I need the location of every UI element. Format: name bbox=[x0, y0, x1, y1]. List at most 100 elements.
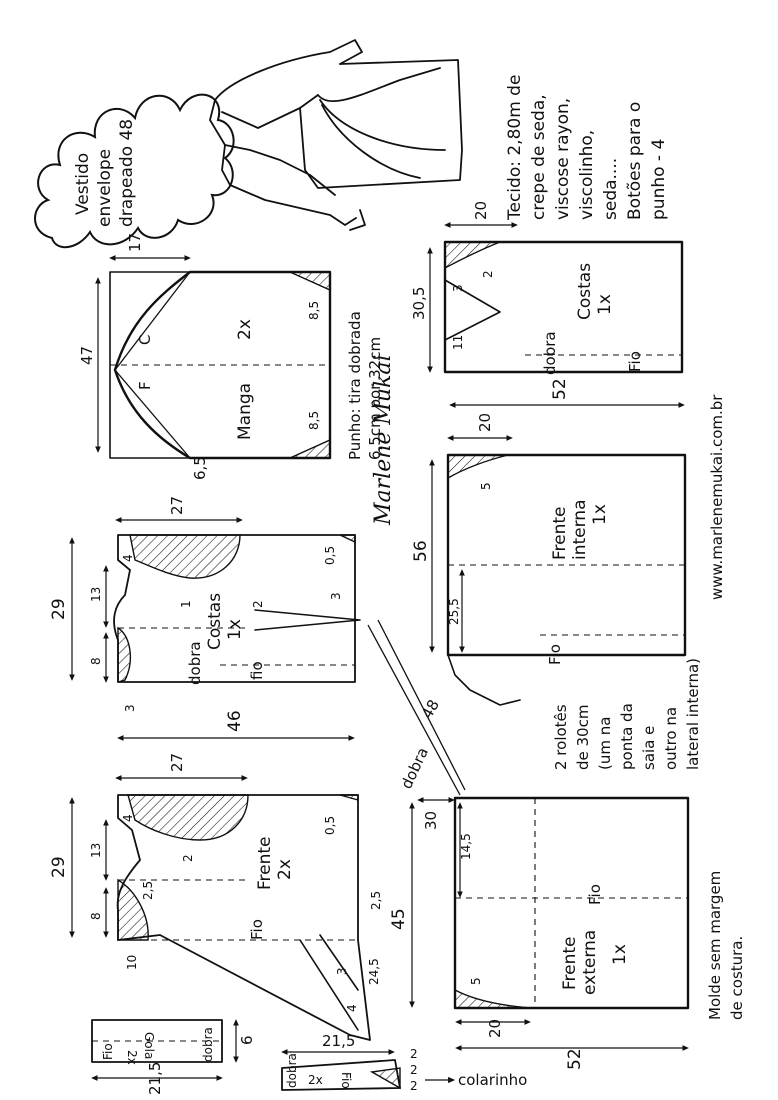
front-outer-grain: Fio bbox=[586, 884, 604, 905]
collar-small-dim-2a: 2 bbox=[410, 1047, 418, 1061]
collar-small-count: 2x bbox=[308, 1073, 323, 1087]
collar-small-label: colarinho bbox=[458, 1071, 527, 1089]
dress-sketch bbox=[209, 39, 463, 231]
back-bodice-dim-05: 0,5 bbox=[323, 546, 337, 565]
front-inner-count: 1x bbox=[590, 504, 610, 525]
collar-small-dim-len: 21,5 bbox=[322, 1032, 355, 1050]
back-top-count: 1x bbox=[595, 294, 615, 315]
front-inner-grain: Fio bbox=[546, 644, 564, 665]
front-outer-label1: Frente bbox=[560, 936, 580, 990]
seam-note: Molde sem margem de costura. bbox=[706, 871, 746, 1020]
front-inner-label1: Frente bbox=[550, 506, 570, 560]
sleeve-dim-hem-top: 8,5 bbox=[307, 301, 321, 320]
rouleau-line7: lateral interna) bbox=[684, 658, 702, 770]
front-bodice-dim-25b: 2,5 bbox=[369, 891, 383, 910]
rouleau-line2: de 30cm bbox=[574, 705, 592, 770]
front-bodice-dim-05: 0,5 bbox=[323, 816, 337, 835]
front-inner-dim-height: 56 bbox=[411, 540, 431, 562]
front-bodice-dim-27: 27 bbox=[168, 753, 186, 772]
back-top-dim-top: 20 bbox=[472, 201, 490, 220]
fabric-line7: punho - 4 bbox=[649, 139, 669, 220]
collar-small-dim-2c: 2 bbox=[410, 1079, 418, 1093]
front-bodice-fold-label: dobra bbox=[397, 745, 432, 792]
back-bodice-count: 1x bbox=[225, 619, 245, 640]
sleeve-dim-hem-bottom: 8,5 bbox=[307, 411, 321, 430]
front-bodice-dim-13: 13 bbox=[89, 843, 103, 858]
fabric-line6: Botões para o bbox=[625, 102, 645, 220]
sleeve-count: 2x bbox=[235, 319, 255, 340]
collar-small-fold: dobra bbox=[285, 1053, 299, 1088]
front-inner-dim-top: 20 bbox=[476, 413, 494, 432]
back-bodice-dim-3: 3 bbox=[123, 704, 137, 712]
sleeve-dim-bottom: 6,5 bbox=[191, 456, 209, 480]
sleeve-piece: 47 17 6,5 8,5 8,5 F C 2x Manga bbox=[78, 233, 332, 480]
rouleau-line4: ponta da bbox=[618, 703, 636, 770]
title-cloud: Vestido envelope drapeado 48 bbox=[34, 93, 235, 248]
website: www.marlenemukai.com.br bbox=[708, 394, 726, 600]
front-bodice-grain: Fio bbox=[248, 919, 266, 940]
front-outer-count: 1x bbox=[610, 944, 630, 965]
back-bodice-dim-13: 13 bbox=[89, 587, 103, 602]
fabric-line5: seda.... bbox=[601, 158, 621, 220]
front-outer-dim-45: 45 bbox=[389, 908, 409, 930]
fabric-note: Tecido: 2,80m de crepe de seda, viscose … bbox=[505, 75, 669, 221]
front-bodice-dim-245: 24,5 bbox=[367, 958, 381, 985]
sleeve-label: Manga bbox=[235, 383, 255, 440]
back-top-label: Costas bbox=[575, 263, 595, 320]
front-inner-piece: 52 20 5 56 25,5 Frente interna 1x Fio bbox=[411, 378, 687, 706]
front-inner-label2: interna bbox=[570, 499, 590, 560]
sleeve-dim-top: 17 bbox=[126, 233, 144, 252]
seam-line2: de costura. bbox=[728, 936, 746, 1020]
collar-band-dim-len: 21,5 bbox=[146, 1062, 164, 1095]
back-bodice-dim-29: 29 bbox=[49, 598, 69, 620]
collar-band-piece: Fio 2x Gola dobra 21,5 6 bbox=[91, 1019, 256, 1095]
back-top-piece: 20 30,5 3 11 2 Costas 1x dobra Fio bbox=[410, 201, 684, 375]
front-bodice-dim-29: 29 bbox=[49, 856, 69, 878]
website-text: www.marlenemukai.com.br bbox=[708, 394, 726, 600]
back-top-dim-11: 11 bbox=[451, 335, 465, 350]
front-bodice-count: 2x bbox=[275, 859, 295, 880]
signature: Marlene Mukai bbox=[371, 354, 396, 526]
fabric-line2: crepe de seda, bbox=[529, 94, 549, 220]
back-top-grain: Fio bbox=[626, 351, 644, 372]
front-inner-dim-5: 5 bbox=[479, 482, 493, 490]
back-bodice-grain: fio bbox=[248, 661, 266, 680]
front-bodice-piece: 27 29 4 13 8 2,5 2 0,5 10 2,5 24,5 3 4 F… bbox=[49, 619, 466, 1041]
rouleau-line1: 2 rolotês bbox=[552, 704, 570, 770]
front-outer-piece: 30 14,5 45 5 20 52 Frente externa 1x Fio bbox=[389, 796, 690, 1070]
back-bodice-dim-2: 2 bbox=[251, 600, 265, 608]
back-top-dim-3: 3 bbox=[451, 284, 465, 292]
sleeve-dim-width: 47 bbox=[78, 346, 96, 365]
cuff-line2: 6,5cm por 32cm bbox=[366, 337, 384, 460]
fabric-line4: viscolinho, bbox=[577, 130, 597, 220]
front-inner-dim-255: 25,5 bbox=[447, 598, 461, 625]
collar-band-fold: dobra bbox=[201, 1027, 215, 1062]
back-bodice-dim-8: 8 bbox=[89, 657, 103, 665]
front-outer-dim-20: 20 bbox=[486, 1019, 504, 1038]
back-bodice-dim-27: 27 bbox=[168, 496, 186, 515]
front-inner-dim-width: 52 bbox=[550, 378, 570, 400]
front-bodice-dim-25: 2,5 bbox=[141, 881, 155, 900]
collar-band-dim-w: 6 bbox=[238, 1035, 256, 1045]
front-bodice-dim-3: 3 bbox=[335, 967, 349, 975]
back-bodice-dim-4: 4 bbox=[121, 554, 135, 562]
signature-text: Marlene Mukai bbox=[371, 354, 396, 526]
back-bodice-piece: 27 29 4 13 8 3 2 0,5 1 3 46 Costas 1x do… bbox=[49, 496, 361, 741]
back-top-dim-2: 2 bbox=[481, 270, 495, 278]
front-outer-dim-52: 52 bbox=[565, 1048, 585, 1070]
rouleau-line6: outro na bbox=[662, 707, 680, 770]
fabric-line1: Tecido: 2,80m de bbox=[505, 75, 525, 221]
front-bodice-dim-4: 4 bbox=[121, 814, 135, 822]
back-bodice-fold: dobra bbox=[186, 641, 204, 685]
front-outer-dim-30: 30 bbox=[422, 811, 440, 830]
collar-band-grain: Fio bbox=[101, 1043, 115, 1060]
collar-band-label: Gola bbox=[142, 1032, 156, 1059]
title-line3: drapeado 48 bbox=[117, 119, 137, 227]
rouleau-note: 2 rolotês de 30cm (um na ponta da saia e… bbox=[552, 658, 702, 770]
fabric-line3: viscose rayon, bbox=[553, 98, 573, 220]
front-bodice-label: Frente bbox=[255, 836, 275, 890]
back-bodice-dim-3b: 3 bbox=[329, 592, 343, 600]
collar-small-grain: Fio bbox=[339, 1072, 353, 1089]
collar-small-dim-2b: 2 bbox=[410, 1063, 418, 1077]
back-top-fold: dobra bbox=[541, 331, 559, 375]
